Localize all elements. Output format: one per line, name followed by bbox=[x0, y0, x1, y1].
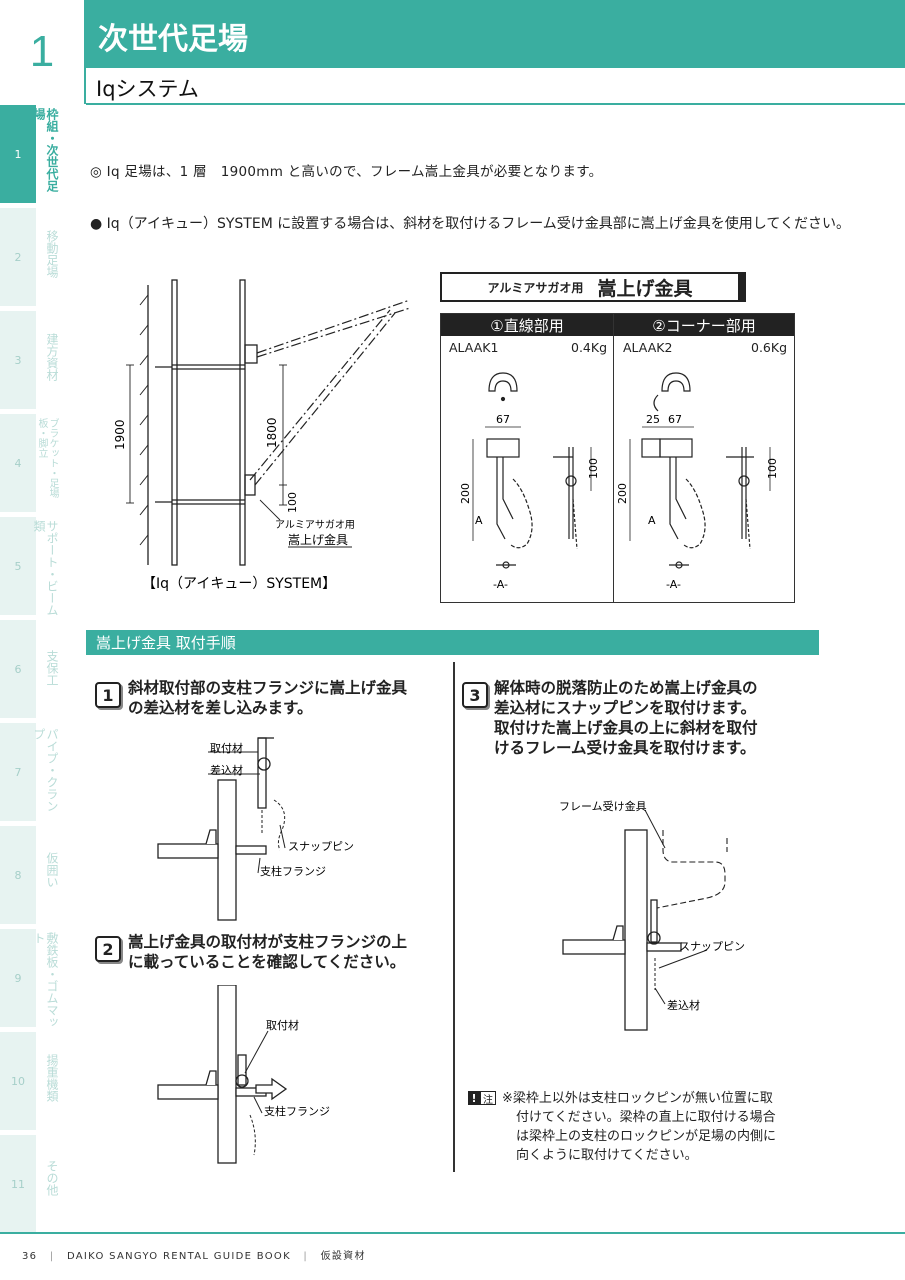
straight-dim-height: 200 bbox=[459, 483, 472, 504]
product-header-small: アルミアサガオ用 bbox=[487, 280, 584, 295]
page-number: 36 bbox=[22, 1251, 38, 1262]
note-badge: ! 注 bbox=[468, 1091, 496, 1106]
sidebar-label-10: 揚重機類 bbox=[45, 1054, 59, 1102]
step-2-badge: 2 bbox=[95, 936, 121, 962]
corner-dim-width2: 25 bbox=[646, 413, 660, 426]
footer-book-title: DAIKO SANGYO RENTAL GUIDE BOOK bbox=[66, 1251, 291, 1262]
corner-bracket-drawing: 25 67 200 100 A -A- bbox=[616, 372, 779, 591]
straight-bracket-drawing: 67 200 100 A -A- bbox=[459, 372, 600, 591]
step-3-text: 解体時の脱落防止のため嵩上げ金具の 差込材にスナップピンを取付けます。 取付けた… bbox=[494, 679, 758, 757]
product-header: アルミアサガオ用 嵩上げ金具 bbox=[440, 272, 746, 302]
step-1-label-flange: 支柱フランジ bbox=[260, 864, 326, 878]
corner-dim-height: 200 bbox=[616, 483, 629, 504]
sidebar-label-11: その他 bbox=[45, 1160, 59, 1196]
title-band bbox=[86, 0, 905, 68]
code-straight: ALAAK1 bbox=[449, 340, 499, 355]
sidebar-label-5: サポート・ビーム類 bbox=[32, 520, 59, 616]
step-2-label-flange: 支柱フランジ bbox=[264, 1104, 330, 1118]
chapter-divider bbox=[84, 0, 86, 104]
straight-dim-width: 67 bbox=[496, 413, 510, 426]
step-3-label-frame: フレーム受け金具 bbox=[559, 799, 647, 813]
sidebar-label-1: 枠組・次世代足場 bbox=[32, 108, 59, 192]
steps-divider bbox=[453, 662, 455, 1172]
footer-category: 仮設資材 bbox=[320, 1251, 366, 1262]
sidebar-label-7: パイプ・クランプ bbox=[32, 728, 59, 812]
step-3-figure: フレーム受け金具 スナップピン 差込材 bbox=[559, 799, 745, 1031]
step-1-label-sashikomi: 差込材 bbox=[210, 763, 243, 777]
note-label: 注 bbox=[480, 1091, 496, 1106]
straight-section-label: -A- bbox=[493, 578, 508, 591]
corner-section-mark: A bbox=[648, 514, 656, 527]
subtitle-rule bbox=[86, 103, 905, 105]
sidebar-label-2: 移動足場 bbox=[45, 230, 59, 278]
procedure-title: 嵩上げ金具 取付手順 bbox=[86, 630, 819, 655]
step-1-label-toritsuke: 取付材 bbox=[210, 741, 243, 755]
product-spec-box: ①直線部用 ②コーナー部用 ALAAK1 0.4Kg ALAAK2 0.6Kg … bbox=[440, 313, 795, 603]
straight-dim-side: 100 bbox=[587, 458, 600, 479]
step-1-badge: 1 bbox=[95, 682, 121, 708]
sidebar-tab-8[interactable]: 8 bbox=[0, 826, 36, 924]
usage-note: ● Iq（アイキュー）SYSTEM に設置する場合は、斜材を取付けるフレーム受け… bbox=[90, 216, 850, 232]
sidebar-tab-4[interactable]: 4 bbox=[0, 414, 36, 512]
sidebar-tab-11[interactable]: 11 bbox=[0, 1135, 36, 1233]
sidebar-label-3: 建方資材 bbox=[45, 333, 59, 381]
step-2-figure: 取付材 支柱フランジ bbox=[157, 985, 330, 1164]
step-3-label-snappin: スナップピン bbox=[679, 940, 745, 953]
product-header-big: 嵩上げ金具 bbox=[597, 277, 693, 300]
step-2-label-toritsuke: 取付材 bbox=[266, 1018, 299, 1032]
diagram-caption: 【Iq（アイキュー）SYSTEM】 bbox=[142, 576, 336, 592]
intro-text: ◎ Iq 足場は、1 層 1900mm と高いので、フレーム嵩上金具が必要となり… bbox=[90, 164, 603, 180]
sidebar-label-4: ブラケット・足場板・脚立 bbox=[36, 418, 58, 498]
col-straight-head: ①直線部用 bbox=[441, 314, 613, 336]
dim-1800: 1800 bbox=[265, 417, 279, 448]
bracket-label-line1: アルミアサガオ用 bbox=[275, 519, 355, 531]
corner-section-label: -A- bbox=[666, 578, 681, 591]
corner-dim-width: 67 bbox=[668, 413, 682, 426]
sidebar-tab-7[interactable]: 7 bbox=[0, 723, 36, 821]
sidebar-label-8: 仮囲い bbox=[45, 852, 59, 888]
sidebar-tab-2[interactable]: 2 bbox=[0, 208, 36, 306]
step-3-label-sashikomi: 差込材 bbox=[667, 998, 700, 1012]
sidebar-tab-3[interactable]: 3 bbox=[0, 311, 36, 409]
sidebar-tab-5[interactable]: 5 bbox=[0, 517, 36, 615]
page-subtitle: Iqシステム bbox=[96, 77, 199, 101]
sidebar-tab-1[interactable]: 1 bbox=[0, 105, 36, 203]
sidebar-label-6: 支保工 bbox=[45, 650, 59, 686]
straight-section-mark: A bbox=[475, 514, 483, 527]
warning-icon: ! bbox=[468, 1091, 480, 1105]
footer: 36 | DAIKO SANGYO RENTAL GUIDE BOOK | 仮設… bbox=[22, 1251, 366, 1262]
sidebar-tab-6[interactable]: 6 bbox=[0, 620, 36, 718]
col-corner-head: ②コーナー部用 bbox=[614, 314, 794, 336]
col-divider bbox=[613, 314, 614, 602]
sidebar-tab-9[interactable]: 9 bbox=[0, 929, 36, 1027]
scaffold-diagram: 1900 1800 100 アルミアサガオ用 嵩上げ金具 【Iq（アイキュー）S… bbox=[113, 279, 411, 592]
code-corner: ALAAK2 bbox=[623, 340, 673, 355]
step-1-label-snappin: スナップピン bbox=[288, 840, 354, 853]
dim-1900: 1900 bbox=[113, 419, 127, 450]
step-1-figure: 取付材 差込材 スナップピン 支柱フランジ bbox=[157, 737, 354, 921]
page-title: 次世代足場 bbox=[98, 22, 248, 57]
step-3-badge: 3 bbox=[462, 682, 488, 708]
dim-100: 100 bbox=[286, 492, 299, 513]
weight-straight: 0.4Kg bbox=[571, 340, 608, 355]
weight-corner: 0.6Kg bbox=[751, 340, 788, 355]
bracket-label-line2: 嵩上げ金具 bbox=[288, 532, 348, 547]
sidebar-label-9: 敷鉄板・ゴムマット bbox=[32, 932, 59, 1028]
step-2-text: 嵩上げ金具の取付材が支柱フランジの上 に載っていることを確認してください。 bbox=[128, 933, 408, 971]
step-1-text: 斜材取付部の支柱フランジに嵩上げ金具 の差込材を差し込みます。 bbox=[128, 679, 408, 717]
sidebar-tab-10[interactable]: 10 bbox=[0, 1032, 36, 1130]
footer-rule bbox=[0, 1232, 905, 1234]
chapter-number: 1 bbox=[29, 27, 55, 76]
corner-dim-side: 100 bbox=[766, 458, 779, 479]
note-text: ※梁枠上以外は支柱ロックピンが無い位置に取 付けてください。梁枠の直上に取付ける… bbox=[502, 1091, 777, 1163]
